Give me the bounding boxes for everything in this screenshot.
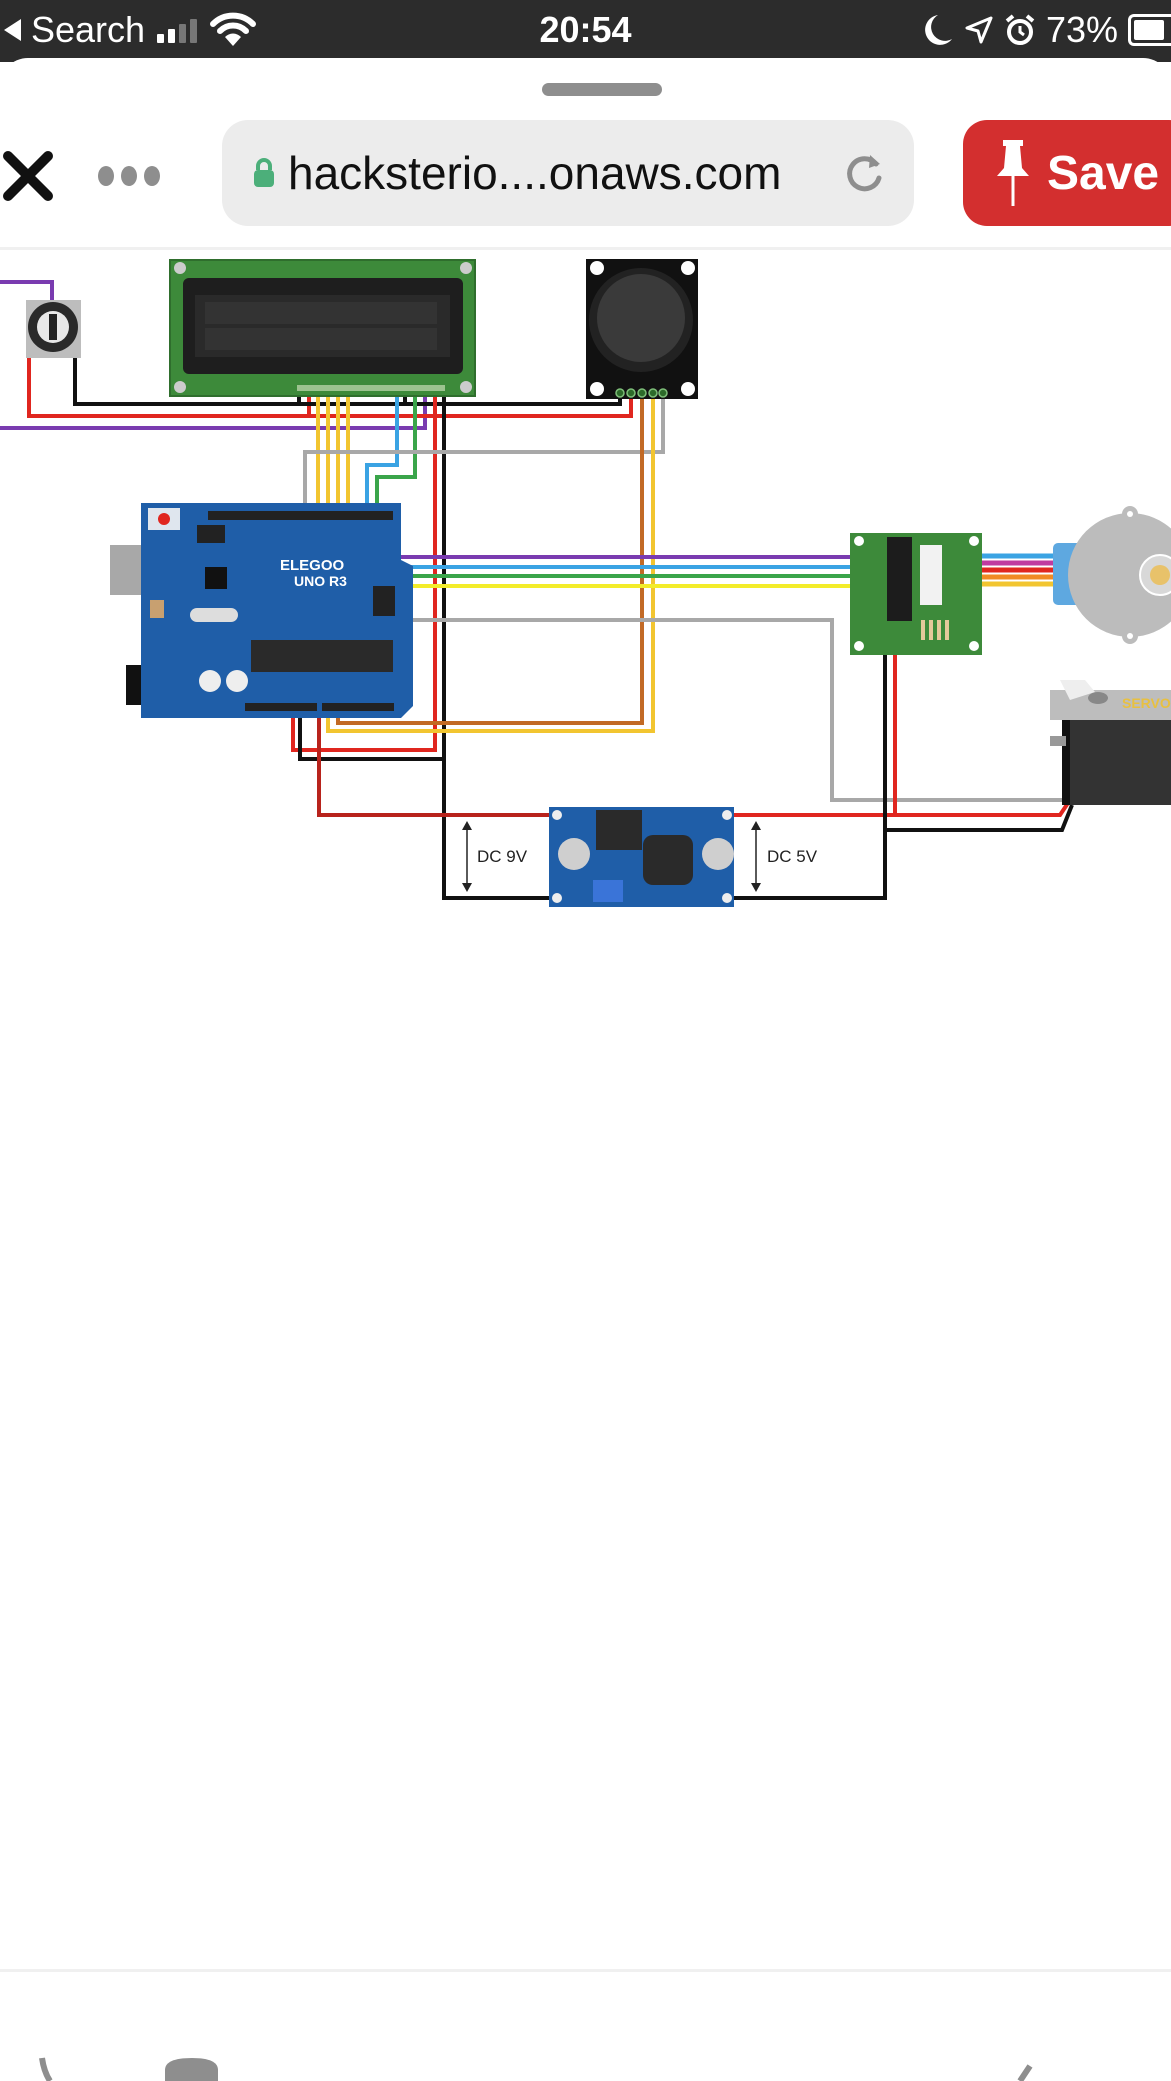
wire-gray-joy [303,392,665,512]
wire-purple-pot [0,280,54,300]
alarm-icon [1005,14,1035,45]
servo-label: SERVO [1122,695,1171,711]
moon-icon [925,15,952,45]
arduino-brand-text: ELEGOO [280,557,345,574]
battery-percent: 73% [1045,9,1118,50]
wire-red-lcd-power [291,392,437,752]
wire-yellow-joy [326,392,655,733]
status-bar: Search 20:54 73% [0,0,1171,62]
bottom-toolbar [39,2057,1033,2081]
wire-black-pot [73,358,301,406]
clock: 20:54 [539,9,632,50]
wire-blue-lcd [365,392,399,512]
close-button[interactable] [0,148,60,208]
signal-icon [157,17,198,43]
joystick-module [586,259,698,399]
reload-icon[interactable] [842,152,886,196]
circuit-diagram[interactable]: ELEGOO UNO R3 SERVO [0,250,1171,930]
footer-divider [0,1969,1171,1972]
stepper-driver-board [850,533,982,655]
wire-green-lcd [375,392,417,512]
voltage-annotations: DC 9V DC 5V [462,821,818,892]
save-button[interactable]: Save [963,120,1171,226]
potentiometer [26,300,81,358]
more-button[interactable] [98,166,160,186]
stepper-motor [1053,506,1171,644]
back-arrow-icon [4,19,21,41]
lock-icon [254,158,274,187]
wire-purple-lcd [0,392,427,430]
arduino-model-text: UNO R3 [294,573,347,589]
phone-icon [39,2057,53,2081]
sheet-grabber[interactable] [542,83,662,96]
back-to-search[interactable]: Search [0,8,257,52]
user-icon [165,2058,218,2081]
servo-motor: SERVO [1050,680,1171,805]
back-label: Search [31,9,146,50]
voltage-in-label: DC 9V [477,847,528,866]
battery-icon [1128,14,1171,46]
more-icon [98,166,114,186]
lcd-display [169,259,476,397]
location-icon [965,16,993,44]
wire-black-gnd [298,715,444,761]
arduino-board: ELEGOO UNO R3 [110,503,413,718]
edit-icon [1017,2064,1033,2081]
save-label: Save [1047,146,1160,200]
voltage-out-label: DC 5V [767,847,818,866]
wire-red-5v [730,798,1072,817]
close-icon [3,151,53,201]
url-bar[interactable]: hacksterio....onaws.com [222,120,914,226]
toolbar-divider [0,247,1171,250]
wifi-icon [210,12,257,46]
wire-black-lcd-power [442,392,555,900]
wire-red-vin [317,715,555,817]
url-text: hacksterio....onaws.com [288,147,782,199]
buck-converter [549,807,734,907]
pin-icon [997,140,1029,206]
